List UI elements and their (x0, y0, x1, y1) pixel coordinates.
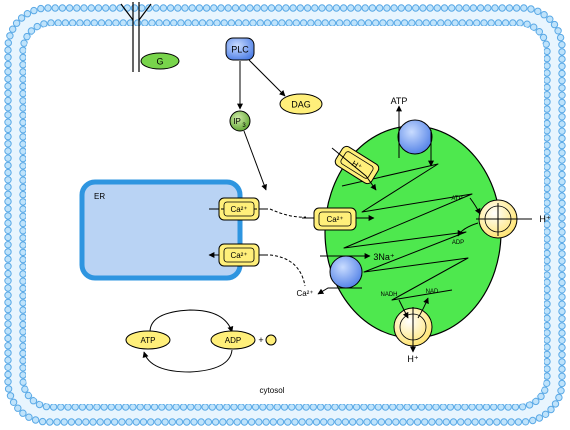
h-right-label: H⁺ (539, 214, 550, 224)
ip3-molecule: IP 3 (229, 110, 251, 132)
er-ca-pump: Ca²⁺ (208, 243, 268, 267)
cycle-adp-label: ADP (225, 336, 241, 345)
er-ca-release-channel: Ca²⁺ (209, 197, 268, 221)
ca-flow-dashed (269, 208, 307, 218)
nad-label: NAD (426, 289, 439, 295)
phosphate-dot (265, 334, 277, 346)
mito-ca-uniporter: Ca²⁺ (302, 207, 375, 231)
atp-translocase (396, 105, 434, 167)
h-pump-label: H⁺ (350, 159, 363, 172)
endoplasmic-reticulum: ER (79, 179, 243, 281)
dag-label: DAG (291, 100, 311, 110)
proton-pump: H⁺ (334, 145, 380, 185)
h-pump-arrow (331, 147, 377, 191)
ip3-to-er-arrow (243, 130, 267, 191)
plc-label: PLC (231, 45, 249, 55)
er-ca-in-label: Ca²⁺ (230, 205, 247, 214)
er-label: ER (94, 192, 105, 201)
free-ca-label: Ca²⁺ (296, 289, 313, 298)
receptor-icon (120, 2, 152, 72)
synthase-adp-label: ADP (452, 240, 464, 246)
ca-return-dashed (269, 254, 306, 287)
na-label: 3Na⁺ (373, 252, 395, 262)
synthase-atp-label: ATP (451, 196, 462, 202)
h-bottom-label: H⁺ (407, 354, 418, 364)
plus-label: + (258, 335, 263, 345)
ip3-subscript: 3 (242, 123, 246, 129)
cycle-atp-label: ATP (141, 336, 156, 345)
mito-ca-label: Ca²⁺ (326, 215, 343, 224)
nadh-label: NADH (380, 292, 397, 298)
atp-export-label: ATP (391, 96, 408, 106)
na-ca-exchanger (317, 253, 371, 295)
atp-adp-cycle: ATP ADP + (125, 309, 277, 373)
atp-synthase (457, 197, 520, 239)
g-protein-label: G (156, 57, 163, 67)
dag-molecule: DAG (279, 93, 323, 115)
plc-to-dag-arrow (248, 59, 286, 97)
plc-enzyme: PLC (225, 37, 255, 61)
ip3-label: IP (233, 117, 241, 126)
er-ca-out-label: Ca²⁺ (230, 251, 247, 260)
complex-one (393, 297, 433, 353)
cytosol-label: cytosol (260, 386, 285, 395)
g-protein: G (140, 52, 180, 70)
